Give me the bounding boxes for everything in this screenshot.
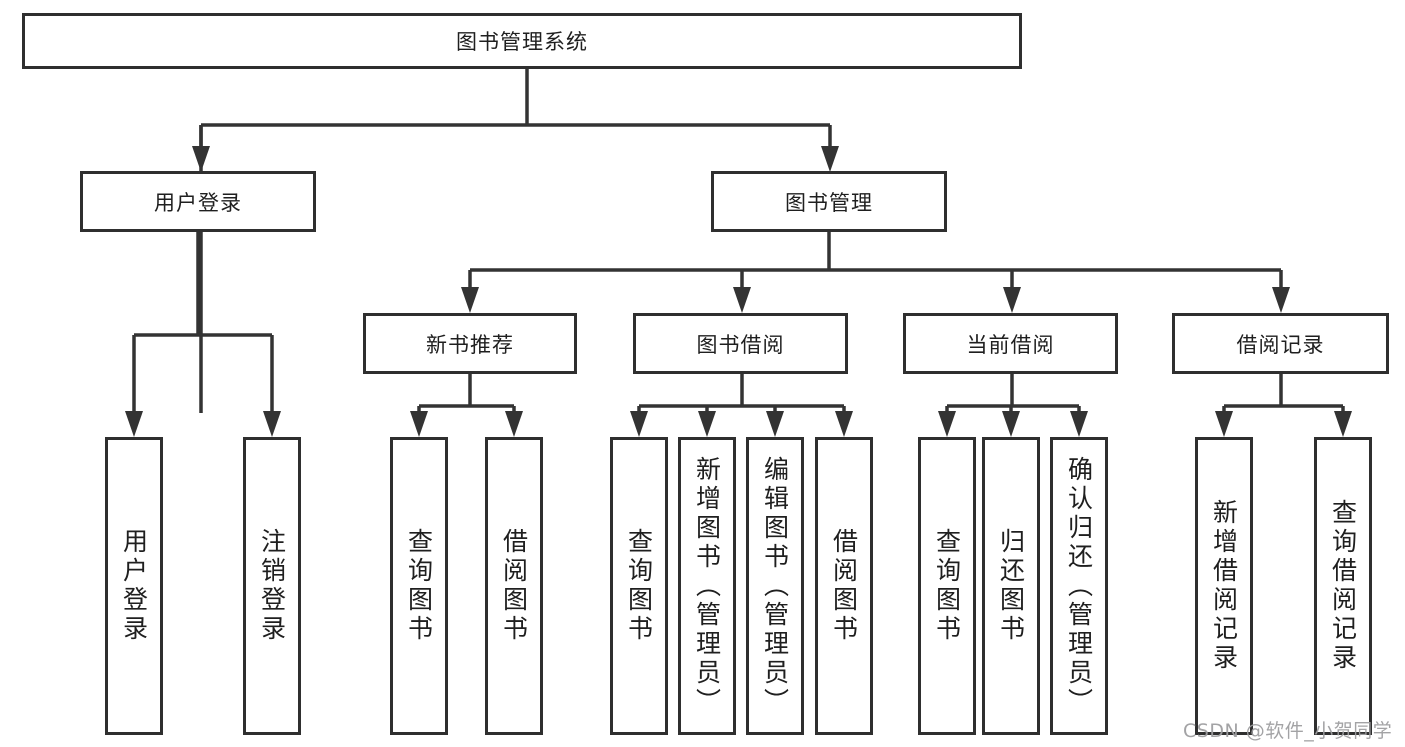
leaf-query-borrow-record-label: 查询借阅记录	[1328, 499, 1358, 673]
arrowhead	[821, 146, 839, 172]
node-user-login-label: 用户登录	[154, 190, 242, 215]
arrowhead	[698, 411, 716, 437]
node-root: 图书管理系统	[22, 13, 1022, 69]
connector-user-login-group	[132, 231, 274, 413]
leaf-add-book-admin-label: 新增图书（管理员）	[692, 455, 722, 717]
arrowhead	[835, 411, 853, 437]
arrowhead	[630, 411, 648, 437]
arrowhead	[505, 411, 523, 437]
node-new-book-recommendation: 新书推荐	[363, 313, 577, 374]
leaf-return-books: 归还图书	[982, 437, 1040, 735]
arrowhead	[1070, 411, 1088, 437]
leaf-query-borrow-record: 查询借阅记录	[1314, 437, 1372, 735]
connector-root-to-level2	[199, 68, 832, 413]
leaf-borrow-books-borrowing-label: 借阅图书	[829, 528, 859, 644]
leaf-edit-book-admin-label: 编辑图书（管理员）	[760, 455, 790, 717]
node-book-management-label: 图书管理	[785, 190, 873, 215]
leaf-logout: 注销登录	[243, 437, 301, 735]
arrowhead	[125, 411, 143, 437]
arrowhead	[1272, 287, 1290, 313]
connector-book-management-group	[468, 231, 1283, 289]
leaf-query-books-recommend: 查询图书	[390, 437, 448, 735]
arrowhead	[938, 411, 956, 437]
node-book-management: 图书管理	[711, 171, 947, 232]
leaf-user-login: 用户登录	[105, 437, 163, 735]
leaf-query-books-borrowing: 查询图书	[610, 437, 668, 735]
watermark-text: CSDN @软件_小贺同学	[1183, 720, 1393, 742]
node-user-login: 用户登录	[80, 171, 316, 232]
leaf-confirm-return-admin-label: 确认归还（管理员）	[1064, 455, 1094, 717]
node-book-borrowing-label: 图书借阅	[696, 332, 785, 357]
leaf-query-books-recommend-label: 查询图书	[404, 528, 434, 644]
connector-current-borrowing-group	[945, 373, 1081, 413]
node-book-borrowing: 图书借阅	[633, 313, 848, 374]
leaf-query-books-current-label: 查询图书	[932, 528, 962, 644]
node-new-book-recommendation-label: 新书推荐	[426, 332, 514, 357]
arrowhead	[1215, 411, 1233, 437]
node-root-label: 图书管理系统	[456, 30, 588, 54]
node-current-borrowing-label: 当前借阅	[966, 332, 1055, 357]
connector-book-borrowing-group	[637, 373, 846, 413]
leaf-add-borrow-record: 新增借阅记录	[1195, 437, 1253, 735]
node-current-borrowing: 当前借阅	[903, 313, 1118, 374]
leaf-logout-label: 注销登录	[257, 528, 287, 644]
arrowhead	[263, 411, 281, 437]
arrowhead	[733, 287, 751, 313]
leaf-user-login-label: 用户登录	[119, 528, 149, 644]
leaf-add-book-admin: 新增图书（管理员）	[678, 437, 736, 735]
arrowhead	[1003, 287, 1021, 313]
leaf-query-books-borrowing-label: 查询图书	[624, 528, 654, 644]
arrowhead	[410, 411, 428, 437]
arrowhead	[461, 287, 479, 313]
connector-borrowing-records-group	[1222, 373, 1345, 413]
leaf-edit-book-admin: 编辑图书（管理员）	[746, 437, 804, 735]
leaf-borrow-books-recommend-label: 借阅图书	[499, 528, 529, 644]
leaf-borrow-books-recommend: 借阅图书	[485, 437, 543, 735]
arrowhead	[1002, 411, 1020, 437]
arrowhead	[1334, 411, 1352, 437]
leaf-return-books-label: 归还图书	[996, 528, 1026, 644]
leaf-add-borrow-record-label: 新增借阅记录	[1209, 499, 1239, 673]
leaf-query-books-current: 查询图书	[918, 437, 976, 735]
node-borrowing-records-label: 借阅记录	[1236, 332, 1325, 357]
arrowhead	[766, 411, 784, 437]
leaf-borrow-books-borrowing: 借阅图书	[815, 437, 873, 735]
connector-new-book-group	[417, 373, 516, 413]
leaf-confirm-return-admin: 确认归还（管理员）	[1050, 437, 1108, 735]
arrowhead	[192, 146, 210, 172]
node-borrowing-records: 借阅记录	[1172, 313, 1389, 374]
